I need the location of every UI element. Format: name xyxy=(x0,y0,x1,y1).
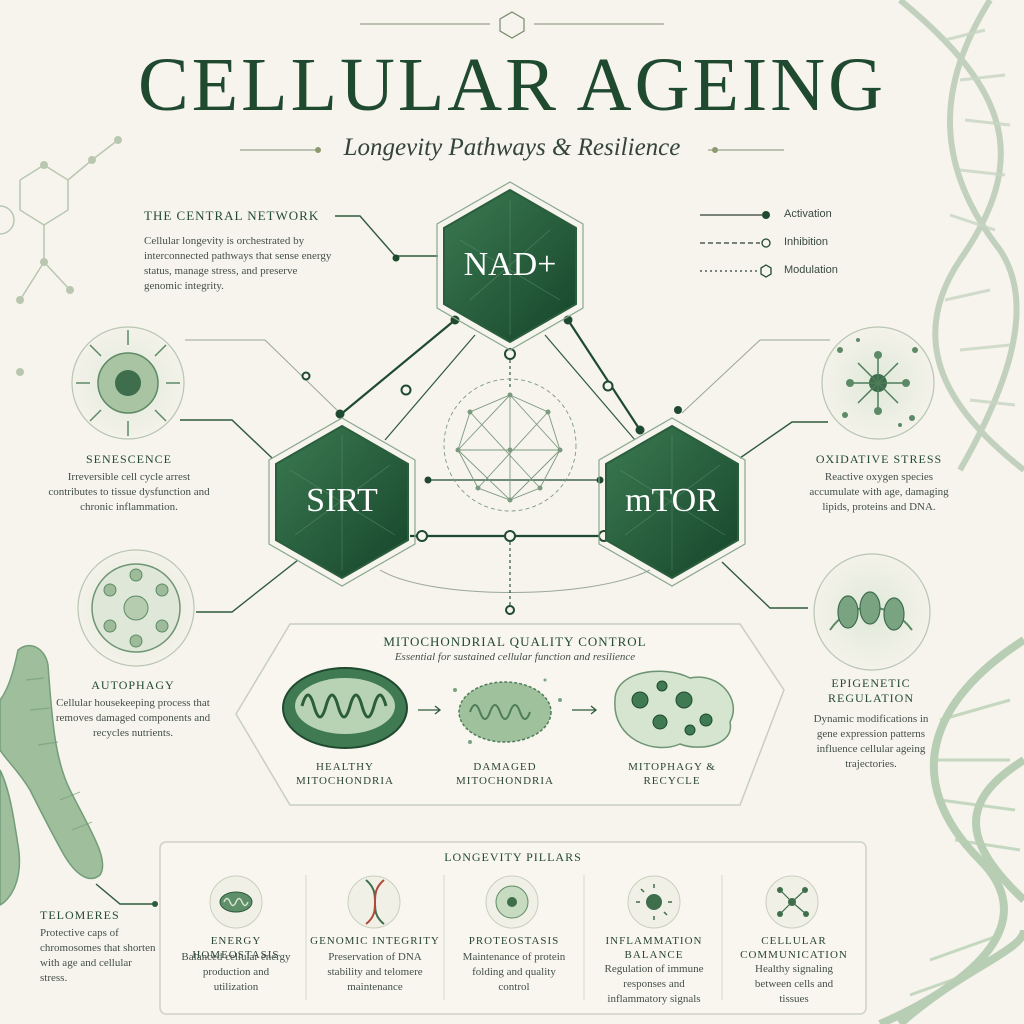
hexagon-icon xyxy=(760,264,772,278)
chromosome-illustration xyxy=(0,644,104,906)
network-description: Cellular longevity is orchestrated by in… xyxy=(144,235,332,292)
pillar-proteostasis-title: PROTEOSTASIS xyxy=(468,935,560,947)
mito-title: MITOCHONDRIAL QUALITY CONTROL xyxy=(383,634,647,649)
pillar-communication-text: Healthy signaling between cells and tiss… xyxy=(754,963,834,1005)
oxidative-title: OXIDATIVE STRESS xyxy=(815,452,943,466)
pillar-communication-title: CELLULAR COMMUNICATION xyxy=(740,935,848,961)
molecule-decoration xyxy=(0,139,119,301)
hex-nad xyxy=(436,181,584,351)
title-ornament xyxy=(240,11,784,151)
autophagy-cell-illustration xyxy=(77,549,195,667)
dna-helix-top-right xyxy=(898,0,1024,473)
hex-sirt xyxy=(268,417,416,587)
mito-subtitle: Essential for sustained cellular functio… xyxy=(394,651,636,663)
legend-modulation: Modulation xyxy=(784,264,838,276)
mito-stage-damaged: DAMAGED MITOCHONDRIA xyxy=(456,761,554,787)
dna-icon xyxy=(347,875,401,929)
legend-lines xyxy=(700,214,762,272)
network-heading: THE CENTRAL NETWORK xyxy=(144,208,320,223)
immune-cell-icon xyxy=(627,875,681,929)
legend-inhibition: Inhibition xyxy=(784,236,829,248)
autophagy-title: AUTOPHAGY xyxy=(91,678,175,692)
healthy-mitochondria-illustration xyxy=(282,667,408,749)
mitophagy-illustration xyxy=(614,670,735,749)
epigenetic-text: Dynamic modifications in gene expression… xyxy=(813,713,929,770)
connector-lines xyxy=(95,215,828,905)
epigenetic-illustration xyxy=(813,553,931,671)
telomeres-title: TELOMERES xyxy=(40,908,120,922)
hub-label-nad: NAD+ xyxy=(463,246,557,283)
pillar-genomic-title: GENOMIC INTEGRITY xyxy=(310,935,440,947)
epigenetic-title: EPIGENETIC REGULATION xyxy=(828,676,914,705)
pillar-energy-text: Balanced cellular energy production and … xyxy=(181,951,291,993)
mito-arrows xyxy=(418,705,598,715)
oxidative-stress-illustration xyxy=(821,326,935,440)
pillars-title: LONGEVITY PILLARS xyxy=(444,850,582,864)
pillar-genomic-text: Preservation of DNA stability and telome… xyxy=(327,951,423,993)
connector-lines-thin xyxy=(185,339,830,593)
page-title: CELLULAR AGEING xyxy=(138,43,886,127)
damaged-mitochondria-illustration xyxy=(453,678,562,744)
mito-stage-mitophagy: MITOPHAGY & RECYCLE xyxy=(628,761,716,787)
cell-icon xyxy=(485,875,539,929)
mito-stage-healthy: HEALTHY MITOCHONDRIA xyxy=(296,761,394,787)
senescence-text: Irreversible cell cycle arrest contribut… xyxy=(48,471,210,513)
legend-activation: Activation xyxy=(784,208,832,220)
hub-links-secondary xyxy=(384,334,636,610)
oxidative-text: Reactive oxygen species accumulate with … xyxy=(809,471,949,513)
telomeres-text: Protective caps of chromosomes that shor… xyxy=(40,927,156,984)
open-circle-icon xyxy=(761,238,771,248)
pillar-energy-title: ENERGY HOMEOSTASIS xyxy=(192,935,280,961)
central-geometric-network xyxy=(443,378,577,512)
hex-mtor xyxy=(598,417,746,587)
hub-label-mtor: mTOR xyxy=(625,482,719,519)
pillar-inflammation-text: Regulation of immune responses and infla… xyxy=(604,963,704,1005)
mitochondrion-icon xyxy=(209,875,263,929)
senescence-cell-illustration xyxy=(71,326,185,440)
pillar-inflammation-title: INFLAMMATION BALANCE xyxy=(605,935,703,961)
senescence-title: SENESCENCE xyxy=(85,452,172,466)
page-subtitle: Longevity Pathways & Resilience xyxy=(343,134,681,161)
network-icon xyxy=(765,875,819,929)
hub-label-sirt: SIRT xyxy=(306,482,378,519)
pillar-proteostasis-text: Maintenance of protein folding and quali… xyxy=(462,951,566,993)
autophagy-text: Cellular housekeeping process that remov… xyxy=(55,697,211,739)
filled-dot-icon xyxy=(762,211,770,219)
